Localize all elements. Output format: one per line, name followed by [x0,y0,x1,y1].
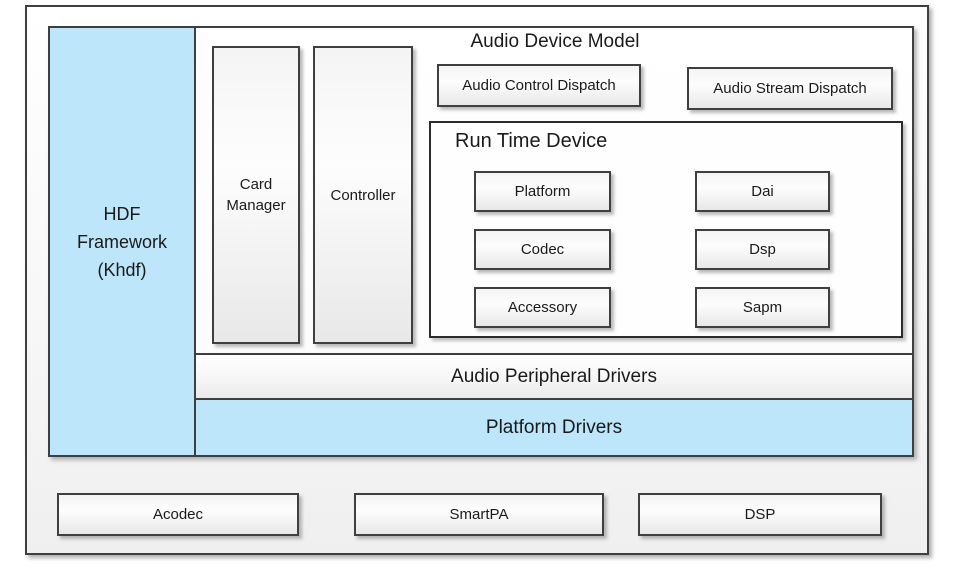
card-manager-line-2: Manager [226,197,286,214]
rtd-node-accessory-label: Accessory [507,299,578,316]
audio-peripheral-drivers-bar: Audio Peripheral Drivers [194,353,914,400]
rtd-node-sapm-label: Sapm [742,299,783,316]
hdf-framework-label: HDF Framework (Khdf) [77,200,167,284]
rtd-node-accessory: Accessory [474,287,611,328]
dsp-block: DSP [638,493,882,536]
rtd-node-sapm: Sapm [695,287,830,328]
card-manager-label: Card Manager [226,174,285,216]
platform-drivers-bar: Platform Drivers [194,398,914,457]
run-time-device-block: Run Time Device Platform Codec Accessory… [429,121,903,338]
card-manager-block: Card Manager [212,46,300,344]
acodec-block: Acodec [57,493,299,536]
run-time-device-title: Run Time Device [455,130,608,152]
rtd-node-dsp: Dsp [695,229,830,270]
rtd-node-codec: Codec [474,229,611,270]
audio-stream-dispatch-block: Audio Stream Dispatch [687,67,893,110]
platform-drivers-label: Platform Drivers [485,416,623,438]
hdf-framework-block: HDF Framework (Khdf) [48,26,196,457]
smartpa-block: SmartPA [354,493,604,536]
smartpa-label: SmartPA [449,506,509,523]
acodec-label: Acodec [152,506,204,523]
dsp-label: DSP [744,506,776,523]
hdf-label-line-1: HDF [103,203,141,224]
rtd-node-codec-label: Codec [520,241,565,258]
audio-stream-dispatch-label: Audio Stream Dispatch [713,80,867,97]
rtd-node-platform: Platform [474,171,611,212]
rtd-node-dsp-label: Dsp [749,241,776,258]
audio-peripheral-drivers-label: Audio Peripheral Drivers [451,365,657,387]
audio-control-dispatch-label: Audio Control Dispatch [462,77,616,94]
rtd-node-platform-label: Platform [514,183,571,200]
rtd-node-dai-label: Dai [751,183,774,200]
audio-control-dispatch-block: Audio Control Dispatch [437,64,641,107]
controller-label: Controller [330,186,396,204]
card-manager-line-1: Card [239,176,273,193]
audio-device-model-title: Audio Device Model [470,31,640,52]
hdf-label-line-2: Framework [76,231,167,252]
controller-block: Controller [313,46,413,344]
hdf-label-line-3: (Khdf) [97,259,147,280]
rtd-node-dai: Dai [695,171,830,212]
